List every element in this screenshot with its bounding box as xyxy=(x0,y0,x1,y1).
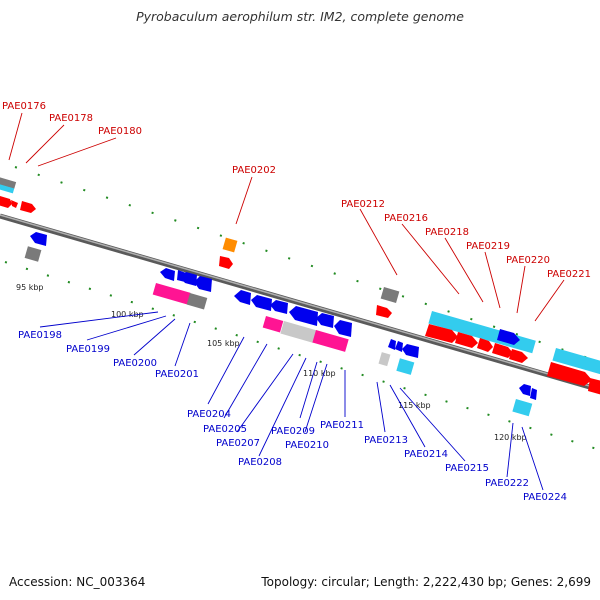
leader-lines-reverse xyxy=(39,311,544,491)
gene-label[interactable]: PAE0198 xyxy=(18,330,62,341)
map-title: Pyrobaculum aerophilum str. IM2, complet… xyxy=(136,9,464,24)
tick-label: 120 kbp xyxy=(494,433,527,442)
gene-labels-forward: PAE0176 PAE0178 PAE0180 PAE0202 PAE0212 … xyxy=(2,101,591,280)
gene-label[interactable]: PAE0212 xyxy=(341,199,385,210)
scale-ticks: 95 kbp 100 kbp 105 kbp 110 kbp 115 kbp 1… xyxy=(16,283,527,442)
gene-blue xyxy=(530,388,537,400)
gene-label[interactable]: PAE0200 xyxy=(113,358,157,369)
gene-blue xyxy=(497,329,520,345)
gene-red xyxy=(219,256,233,269)
gene-label[interactable]: PAE0213 xyxy=(364,435,408,446)
gene-label[interactable]: PAE0222 xyxy=(485,478,529,489)
genome-summary-text: Topology: circular; Length: 2,222,430 bp… xyxy=(261,575,591,589)
gene-label[interactable]: PAE0219 xyxy=(466,241,510,252)
gene-label[interactable]: PAE0201 xyxy=(155,369,199,380)
gene-red xyxy=(376,305,392,318)
gene-blue xyxy=(316,313,334,328)
gene-gray xyxy=(186,293,208,310)
genes-forward xyxy=(0,175,600,395)
gene-label[interactable]: PAE0215 xyxy=(445,463,489,474)
gene-red xyxy=(477,338,493,352)
gene-red xyxy=(455,332,478,348)
gene-label[interactable]: PAE0210 xyxy=(285,440,329,451)
gene-label[interactable]: PAE0221 xyxy=(547,269,591,280)
gene-orange xyxy=(222,237,238,253)
gene-blue xyxy=(160,268,175,281)
gene-blue xyxy=(334,320,352,337)
gene-blue xyxy=(180,272,197,286)
gene-lightgray xyxy=(378,352,391,367)
gene-blue xyxy=(289,306,318,326)
gene-blue xyxy=(388,339,396,350)
gene-magenta xyxy=(152,283,191,305)
gene-red xyxy=(492,343,513,358)
accession-text: Accession: NC_003364 xyxy=(9,575,146,589)
gene-cyan xyxy=(396,358,415,375)
gene-label[interactable]: PAE0176 xyxy=(2,101,46,112)
gene-blue xyxy=(519,384,531,396)
gene-label[interactable]: PAE0180 xyxy=(98,126,142,137)
gene-blue xyxy=(270,300,288,314)
gene-blue xyxy=(402,344,419,358)
gene-blue xyxy=(395,341,403,352)
gene-red xyxy=(20,201,36,213)
gene-blue xyxy=(194,276,212,292)
tick-label: 105 kbp xyxy=(207,339,240,348)
gene-label[interactable]: PAE0211 xyxy=(320,420,364,431)
tick-label: 100 kbp xyxy=(111,310,144,319)
gene-cyan xyxy=(512,399,533,417)
gene-label[interactable]: PAE0224 xyxy=(523,492,567,503)
tick-label: 110 kbp xyxy=(303,369,336,378)
gene-red xyxy=(588,378,600,395)
gene-labels-reverse: PAE0198 PAE0199 PAE0200 PAE0201 PAE0204 … xyxy=(18,330,567,503)
tick-label: 95 kbp xyxy=(16,283,44,292)
gene-cyan xyxy=(0,182,15,194)
genome-backbone xyxy=(0,213,600,393)
genes-reverse xyxy=(24,232,537,417)
gene-blue xyxy=(234,290,251,305)
leader-lines-forward xyxy=(8,112,565,322)
gene-gray xyxy=(24,246,42,262)
gene-red xyxy=(425,324,458,343)
gene-red xyxy=(11,200,18,208)
gene-blue xyxy=(30,232,47,246)
gene-label[interactable]: PAE0199 xyxy=(66,344,110,355)
gene-label[interactable]: PAE0218 xyxy=(425,227,469,238)
gene-red xyxy=(547,362,592,386)
gene-magenta xyxy=(262,316,284,333)
gene-magenta xyxy=(312,329,349,352)
gene-red xyxy=(509,349,528,363)
gene-label[interactable]: PAE0220 xyxy=(506,255,550,266)
gene-label[interactable]: PAE0202 xyxy=(232,165,276,176)
gene-label[interactable]: PAE0204 xyxy=(187,409,231,420)
gene-label[interactable]: PAE0205 xyxy=(203,424,247,435)
gene-label[interactable]: PAE0214 xyxy=(404,449,448,460)
gene-gray xyxy=(380,287,400,303)
gene-label[interactable]: PAE0178 xyxy=(49,113,93,124)
gene-label[interactable]: PAE0207 xyxy=(216,438,260,449)
gene-lightgray xyxy=(280,320,317,343)
gene-blue xyxy=(251,295,272,311)
tick-label: 115 kbp xyxy=(398,401,431,410)
gene-gray xyxy=(0,175,17,189)
gene-red xyxy=(0,196,12,208)
gene-label[interactable]: PAE0208 xyxy=(238,457,282,468)
gene-label[interactable]: PAE0209 xyxy=(271,426,315,437)
gene-cyan xyxy=(552,347,600,378)
gene-label[interactable]: PAE0216 xyxy=(384,213,428,224)
